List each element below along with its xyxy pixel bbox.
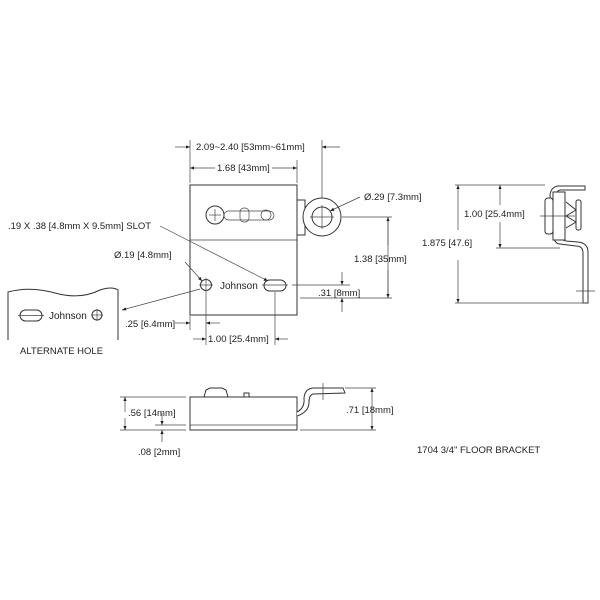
dim-hole-edge: .31 [8mm] — [318, 288, 360, 299]
dim-body-width: 1.68 [43mm] — [217, 163, 270, 174]
dim-hole-spacing: 1.00 [25.4mm] — [208, 334, 269, 345]
side-view: .56 [14mm] .08 [2mm] .71 [18mm] — [120, 383, 394, 458]
slot-hole — [263, 279, 287, 292]
dim-side-height: 1.00 [25.4mm] — [464, 209, 525, 220]
top-view: Johnson 2.09~2.40 [53mm~61mm] 1.68 [43mm… — [8, 140, 422, 345]
hex-nut-icon — [203, 387, 229, 398]
alternate-hole-label: ALTERNATE HOLE — [20, 346, 103, 357]
drawing-title: 1704 3/4" FLOOR BRACKET — [417, 445, 540, 456]
dim-round-hole: Ø.19 [4.8mm] — [114, 250, 172, 261]
dim-total-height: 1.875 [47.6] — [422, 238, 472, 249]
dim-base-thickness: .08 [2mm] — [138, 447, 180, 458]
dim-ring-hole: Ø.29 [7.3mm] — [364, 192, 422, 203]
spring-icon — [565, 201, 577, 229]
dim-ring-height: 1.38 [35mm] — [354, 254, 407, 265]
brand-imprint: Johnson — [220, 281, 258, 292]
dim-slot: .19 X .38 [4.8mm X 9.5mm] SLOT — [8, 221, 151, 232]
dim-overall-width: 2.09~2.40 [53mm~61mm] — [196, 142, 305, 153]
dim-body-thickness: .56 [14mm] — [128, 408, 176, 419]
end-view: 1.875 [47.6] 1.00 [25.4mm] — [422, 184, 595, 304]
alternate-brand-imprint: Johnson — [49, 311, 87, 322]
dim-hole-offset: .25 [6.4mm] — [125, 319, 175, 330]
dim-bracket-height: .71 [18mm] — [346, 405, 394, 416]
alternate-hole-view: Johnson ALTERNATE HOLE — [7, 287, 119, 357]
